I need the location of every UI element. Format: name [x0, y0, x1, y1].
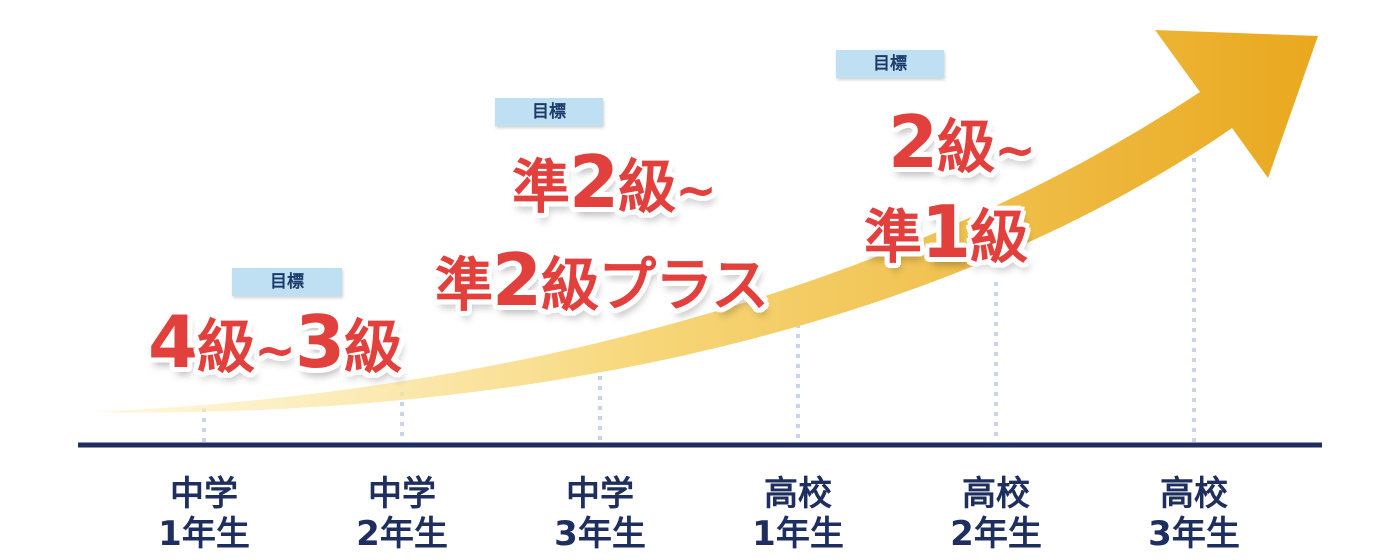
goal-tag-1: 目標 [232, 268, 342, 296]
goal-grade-2-line-2: 準2級プラス [435, 238, 769, 322]
goal-grade-1: 4級~3級 [148, 300, 402, 384]
growth-arrow [88, 30, 1318, 413]
goal-grade-3-line-2: 準1級 [864, 190, 1028, 274]
goal-grade-2-line-1: 準2級~ [512, 140, 717, 224]
vertical-guide-lines [202, 148, 1196, 442]
goal-tag-2: 目標 [495, 98, 603, 126]
goal-grade-3-line-1: 2級~ [888, 100, 1036, 184]
goal-tag-3: 目標 [836, 50, 944, 78]
